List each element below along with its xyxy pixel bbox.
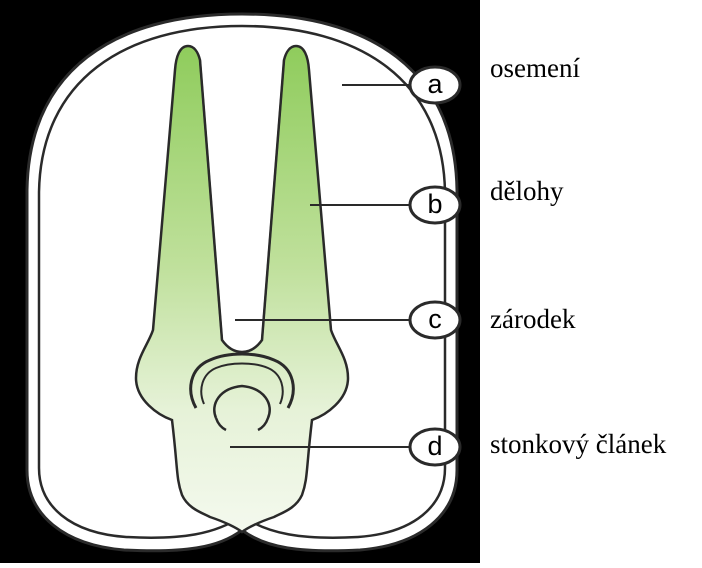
marker-c-letter: c [428, 304, 442, 334]
label-stonkovy-clanek: stonkový článek [490, 431, 666, 458]
label-delohy: dělohy [490, 178, 564, 205]
marker-c: c [410, 302, 460, 338]
label-zarodek: zárodek [490, 306, 575, 333]
marker-a-letter: a [427, 69, 443, 99]
marker-a: a [410, 67, 460, 103]
marker-d: d [410, 429, 460, 465]
marker-b-letter: b [427, 189, 442, 219]
label-osemeni: osemení [490, 55, 580, 82]
marker-d-letter: d [427, 431, 442, 461]
marker-b: b [410, 187, 460, 223]
